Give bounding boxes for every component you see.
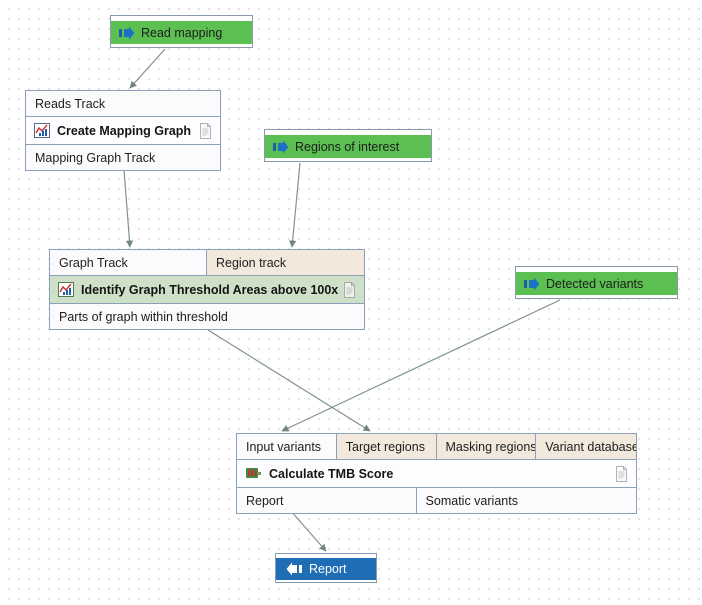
output-port-row: Parts of graph within threshold [50, 303, 364, 329]
input-port[interactable]: Masking regions [436, 434, 537, 459]
connector-regions-of-interest-to-region-track [289, 162, 301, 248]
input-node-regions-of-interest[interactable]: Regions of interest [264, 129, 432, 162]
input-arrow-icon [273, 140, 289, 154]
output-node-label: Report [309, 562, 347, 576]
output-arrow-icon [286, 562, 302, 576]
mapping-graph-chart-icon [34, 123, 50, 138]
input-node-body: Regions of interest [265, 135, 431, 158]
output-port[interactable]: Report [237, 488, 417, 513]
input-port[interactable]: Graph Track [50, 250, 207, 275]
connector-read-mapping-to-reads-track [129, 48, 166, 89]
input-node-label: Detected variants [546, 276, 644, 291]
threshold-chart-icon [58, 282, 74, 297]
algorithm-row[interactable]: Identify Graph Threshold Areas above 100… [50, 276, 364, 303]
connector-threshold-to-target-regions [207, 329, 371, 432]
algorithm-row[interactable]: Calculate TMB Score [237, 460, 636, 487]
output-port[interactable]: Parts of graph within threshold [50, 304, 364, 329]
output-node-report[interactable]: Report [275, 553, 377, 583]
tmb-score-icon [245, 466, 262, 481]
input-node-body: Detected variants [516, 272, 677, 295]
output-node-body: Report [276, 558, 376, 580]
algorithm-name: Identify Graph Threshold Areas above 100… [81, 282, 339, 297]
input-port[interactable]: Input variants [237, 434, 337, 459]
input-port[interactable]: Target regions [336, 434, 437, 459]
input-port-row: Reads Track [26, 91, 220, 117]
input-port[interactable]: Variant databases [536, 434, 636, 459]
input-node-read-mapping[interactable]: Read mapping [110, 15, 253, 48]
input-port[interactable]: Region track [207, 250, 364, 275]
input-node-label: Regions of interest [295, 139, 400, 154]
input-arrow-icon [119, 26, 135, 40]
input-arrow-icon [524, 277, 540, 291]
input-node-body: Read mapping [111, 21, 252, 44]
document-icon[interactable] [343, 281, 356, 298]
algorithm-name: Calculate TMB Score [269, 466, 394, 481]
input-node-detected-variants[interactable]: Detected variants [515, 266, 678, 299]
connector-tmb-report-to-report-node [289, 509, 327, 552]
algorithm-row[interactable]: Create Mapping Graph [26, 117, 220, 144]
input-node-label: Read mapping [141, 25, 223, 40]
connector-mapping-graph-to-graph-track [123, 169, 134, 248]
document-icon[interactable] [199, 122, 212, 139]
output-port[interactable]: Somatic variants [416, 488, 636, 513]
document-icon[interactable] [615, 465, 628, 482]
output-port[interactable]: Mapping Graph Track [26, 145, 220, 170]
algorithm-name: Create Mapping Graph [57, 123, 192, 138]
input-port[interactable]: Reads Track [26, 91, 220, 116]
output-port-row: Mapping Graph Track [26, 144, 220, 170]
